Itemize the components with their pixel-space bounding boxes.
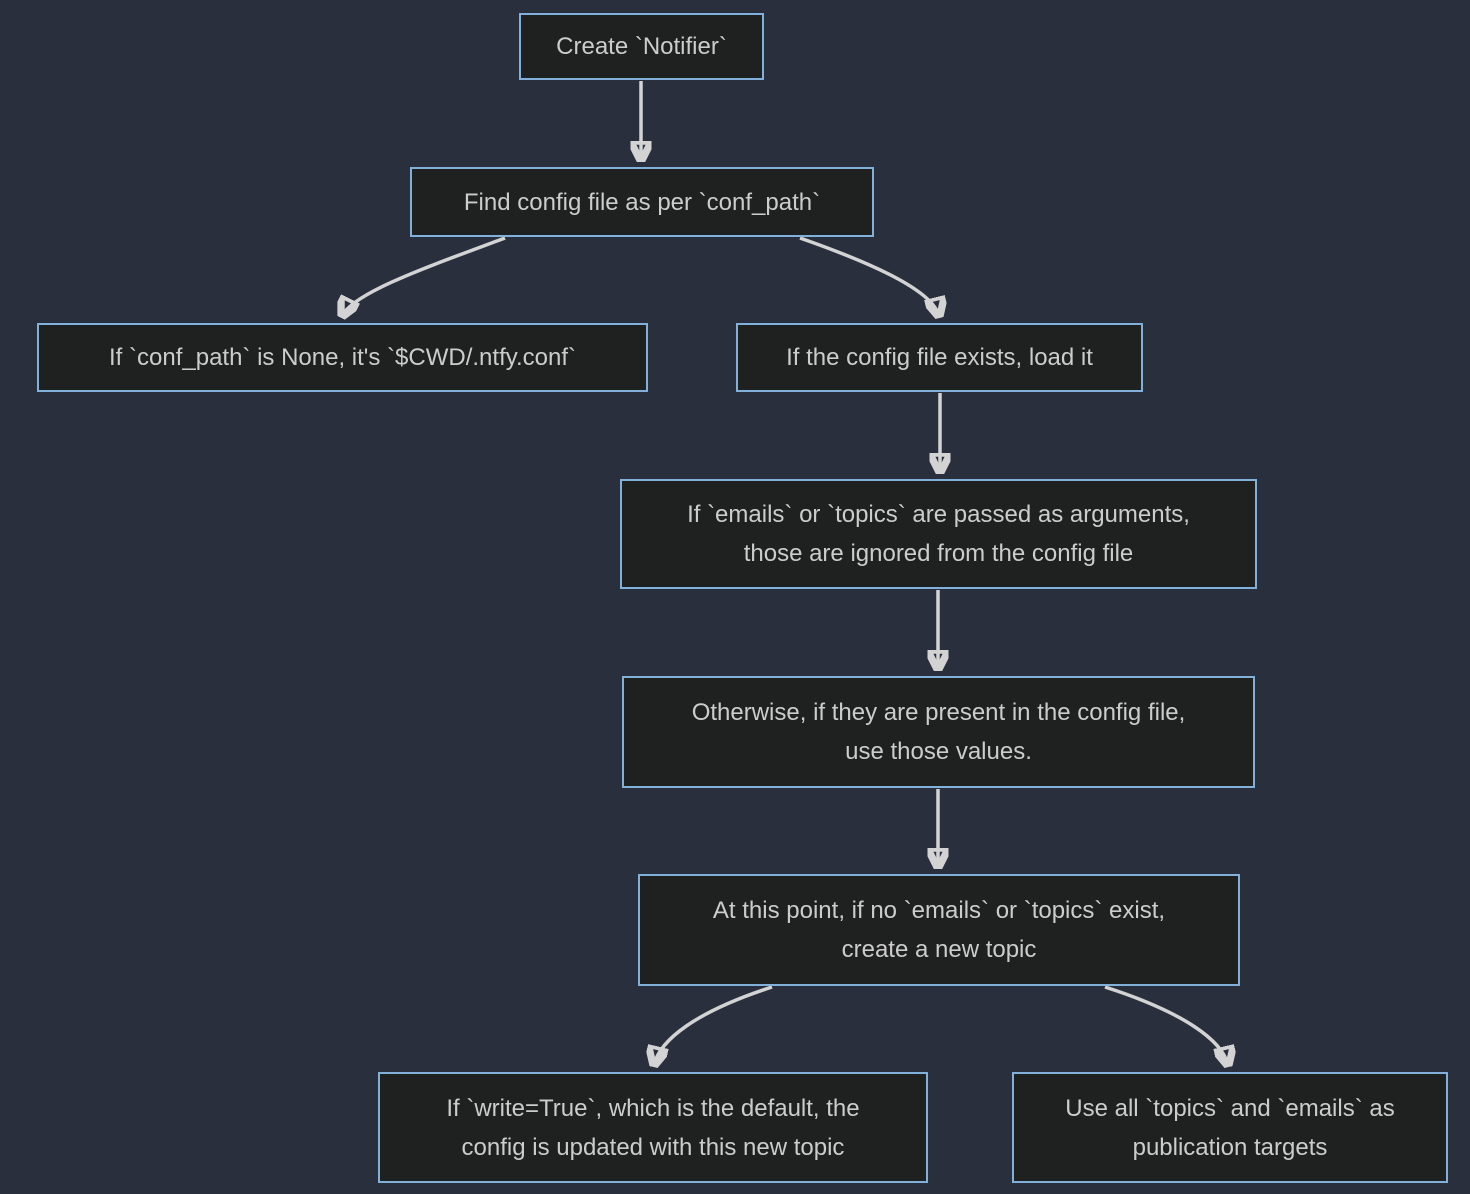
node-create-notifier: Create `Notifier` — [519, 13, 764, 80]
node-publication-targets: Use all `topics` and `emails` as publica… — [1012, 1072, 1448, 1183]
edge-find-to-load — [799, 236, 939, 316]
edge-find-to-default-path — [342, 236, 506, 316]
node-arguments-override: If `emails` or `topics` are passed as ar… — [620, 479, 1257, 589]
node-label: Create `Notifier` — [556, 33, 727, 60]
edge-newtopic-to-publish — [1104, 985, 1228, 1065]
node-label: Otherwise, if they are present in the co… — [691, 699, 1186, 765]
node-default-conf-path: If `conf_path` is None, it's `$CWD/.ntfy… — [37, 323, 648, 392]
node-label: If `emails` or `topics` are passed as ar… — [687, 501, 1190, 567]
node-create-new-topic: At this point, if no `emails` or `topics… — [638, 874, 1240, 986]
edge-newtopic-to-write — [654, 985, 773, 1065]
node-find-config-file: Find config file as per `conf_path` — [410, 167, 874, 237]
node-label: Use all `topics` and `emails` as publica… — [1065, 1094, 1395, 1161]
node-load-config: If the config file exists, load it — [736, 323, 1143, 392]
node-label: If `write=True`, which is the default, t… — [446, 1094, 860, 1161]
node-use-config-values: Otherwise, if they are present in the co… — [622, 676, 1255, 788]
node-write-config: If `write=True`, which is the default, t… — [378, 1072, 928, 1183]
node-label: Find config file as per `conf_path` — [463, 188, 821, 216]
node-label: At this point, if no `emails` or `topics… — [712, 897, 1166, 963]
node-label: If the config file exists, load it — [786, 344, 1093, 371]
node-label: If `conf_path` is None, it's `$CWD/.ntfy… — [109, 344, 576, 371]
